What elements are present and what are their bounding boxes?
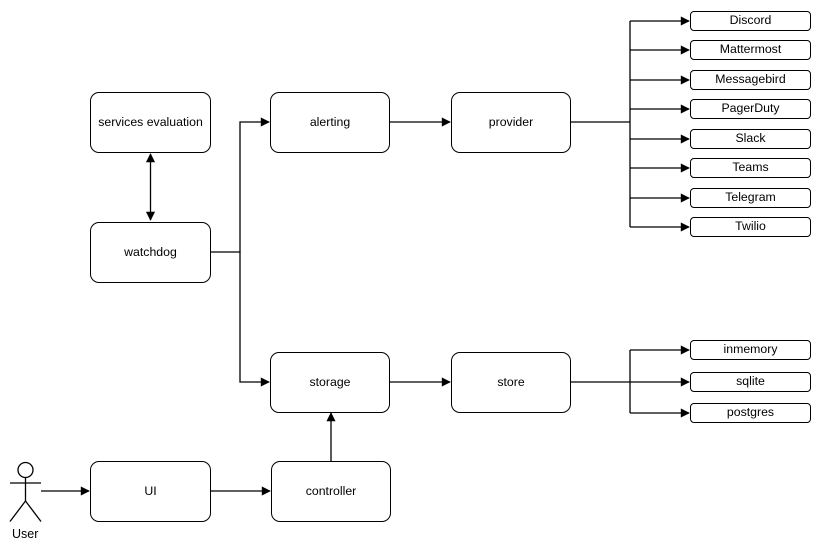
provider-target-label: PagerDuty [721,101,780,116]
store-target-label: postgres [726,405,775,420]
node-storage-label: storage [309,374,351,389]
node-provider-target-pagerduty: PagerDuty [690,99,811,119]
edge-watchdog-storage [239,252,270,387]
node-alerting-label: alerting [309,114,351,129]
node-ui: UI [90,461,211,522]
provider-target-label: Twilio [735,219,766,234]
node-provider-target-mattermost: Mattermost [690,40,811,60]
node-services-evaluation: services evaluation [90,92,211,153]
provider-target-label: Discord [729,13,772,28]
node-provider-target-messagebird: Messagebird [690,70,811,90]
node-store-target-inmemory: inmemory [690,340,811,360]
edge-watchdog-alerting [211,117,270,253]
node-services-evaluation-label: services evaluation [98,114,203,129]
provider-target-label: Slack [735,131,766,146]
provider-target-label: Messagebird [715,72,786,87]
node-watchdog-label: watchdog [124,244,177,259]
store-target-label: inmemory [723,342,778,357]
user-actor-icon [9,461,42,522]
node-provider-target-telegram: Telegram [690,188,811,208]
user-actor-label: User [12,527,39,541]
node-alerting: alerting [270,92,390,153]
node-provider-target-discord: Discord [690,11,811,31]
node-provider-target-slack: Slack [690,129,811,149]
node-store-target-postgres: postgres [690,403,811,423]
node-provider-label: provider [488,114,534,129]
node-storage: storage [270,352,390,413]
node-controller: controller [271,461,391,522]
node-provider-target-teams: Teams [690,158,811,178]
provider-target-label: Mattermost [719,42,782,57]
node-store: store [451,352,571,413]
node-provider-target-twilio: Twilio [690,217,811,237]
node-store-target-sqlite: sqlite [690,372,811,392]
node-controller-label: controller [305,483,357,498]
node-provider: provider [451,92,571,153]
node-watchdog: watchdog [90,222,211,283]
provider-target-label: Telegram [725,190,776,205]
node-ui-label: UI [144,483,157,498]
store-target-label: sqlite [736,374,765,389]
provider-target-label: Teams [732,160,769,175]
node-store-label: store [497,374,525,389]
